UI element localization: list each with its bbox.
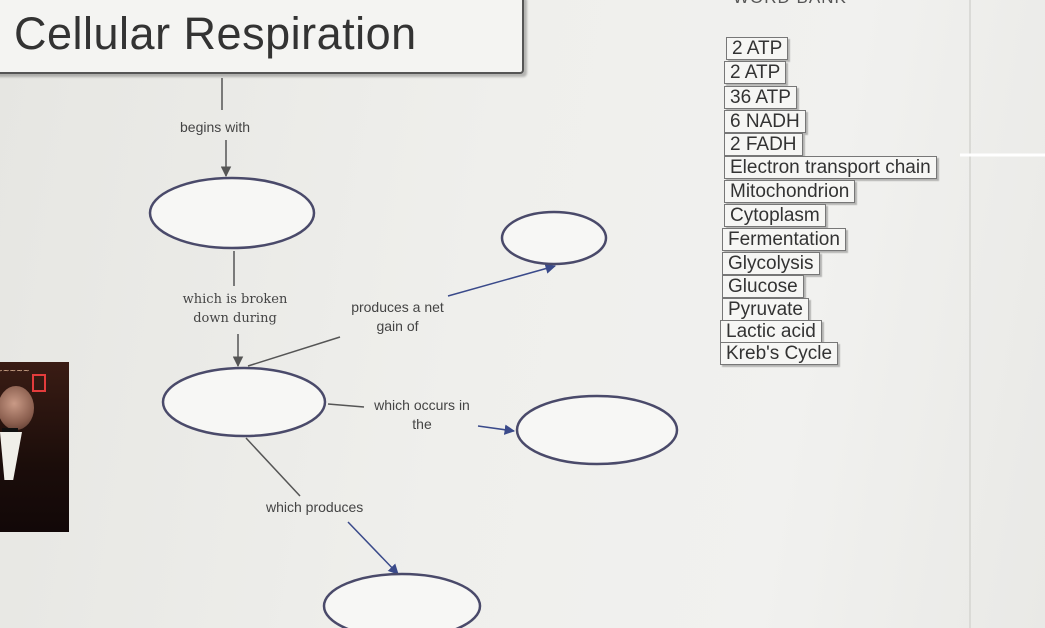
title-box: Cellular Respiration	[0, 0, 524, 74]
label-produces-net-gain: produces a net gain of	[351, 299, 444, 334]
connector-node2-to-produces	[247, 336, 341, 367]
node-location[interactable]	[515, 394, 679, 466]
thumbnail-logo: ~~~~~	[0, 366, 30, 375]
shirt-shape	[0, 432, 22, 480]
word-bank-item-2-fadh[interactable]: 2 FADH	[724, 133, 803, 156]
connector-occurs-to-node-right	[477, 424, 516, 435]
word-bank-item-krebs-cycle[interactable]: Kreb's Cycle	[720, 342, 839, 365]
word-bank-item-6-nadh[interactable]: 6 NADH	[724, 110, 806, 133]
word-bank-item-glycolysis[interactable]: Glycolysis	[722, 252, 820, 275]
word-bank-item-fermentation[interactable]: Fermentation	[722, 228, 846, 251]
person-image	[0, 386, 34, 430]
word-bank-item-pyruvate[interactable]: Pyruvate	[722, 298, 809, 321]
label-occurs-in: which occurs in the	[374, 397, 470, 432]
video-thumbnail[interactable]: ~~~~~	[0, 362, 69, 532]
word-bank-item-lactic-acid[interactable]: Lactic acid	[720, 320, 822, 343]
label-begins-with: begins with	[180, 119, 251, 135]
connector-node2-to-occurs	[327, 403, 365, 408]
word-bank-item-2-atp-b[interactable]: 2 ATP	[724, 61, 787, 84]
word-bank-item-mitochondrion[interactable]: Mitochondrion	[724, 180, 856, 203]
node-net-gain[interactable]	[500, 210, 608, 266]
page-title: Cellular Respiration	[14, 8, 417, 59]
connector-node2-to-which-produces	[245, 437, 301, 497]
node-product[interactable]	[322, 572, 482, 628]
connector-which-produces-to-node-bottom	[347, 521, 399, 575]
word-bank-item-2-atp-a[interactable]: 2 ATP	[726, 37, 789, 60]
word-bank-item-cytoplasm[interactable]: Cytoplasm	[724, 204, 826, 227]
word-bank-header: WORD BANK	[733, 0, 847, 8]
word-bank-item-glucose[interactable]: Glucose	[722, 275, 804, 298]
thumbnail-badge-icon	[32, 374, 46, 392]
node-start[interactable]	[148, 176, 316, 250]
word-bank-item-36-atp[interactable]: 36 ATP	[724, 86, 797, 109]
label-which-produces: which produces	[266, 499, 364, 515]
word-bank-item-electron-transport-chain[interactable]: Electron transport chain	[724, 156, 937, 179]
connector-produces-to-node-top-right	[447, 263, 557, 297]
node-process[interactable]	[161, 366, 327, 438]
label-broken-down: which is broken down during	[182, 292, 288, 326]
